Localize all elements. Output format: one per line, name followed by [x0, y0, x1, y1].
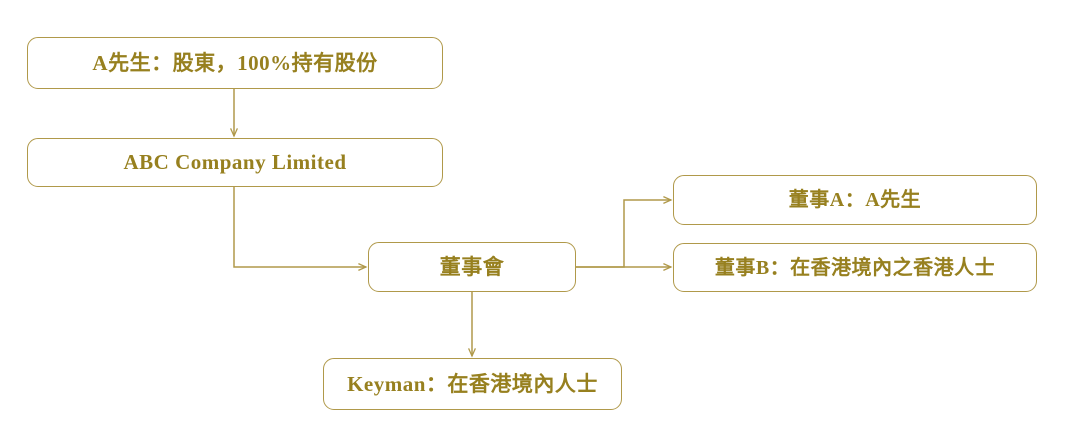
node-keyman-label: Keyman：在香港境內人士 [347, 371, 598, 396]
node-shareholder: A先生：股東，100%持有股份 [27, 37, 443, 89]
node-board-label: 董事會 [439, 254, 505, 279]
node-company: ABC Company Limited [27, 138, 443, 187]
node-company-label: ABC Company Limited [123, 150, 347, 174]
node-shareholder-label: A先生：股東，100%持有股份 [92, 50, 378, 75]
connector-company-to-board [233, 187, 366, 267]
node-board: 董事會 [368, 242, 576, 292]
node-keyman: Keyman：在香港境內人士 [323, 358, 622, 410]
node-director-a-label: 董事A：A先生 [788, 189, 922, 211]
node-director-b: 董事B：在香港境內之香港人士 [673, 243, 1037, 292]
node-director-a: 董事A：A先生 [673, 175, 1037, 225]
connector-board-to-director-a [576, 200, 671, 268]
node-director-b-label: 董事B：在香港境內之香港人士 [714, 256, 996, 279]
